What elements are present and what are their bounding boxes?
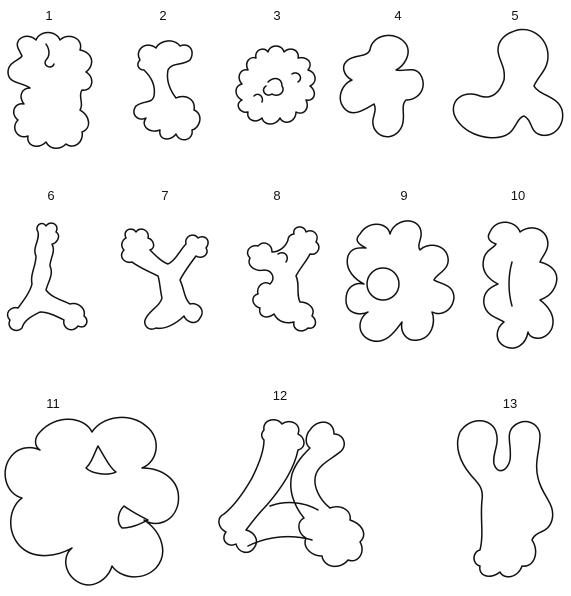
shape-3-label: 3 xyxy=(273,8,280,23)
shape-4: 4 xyxy=(340,8,423,137)
shape-6: 6 xyxy=(8,188,87,330)
shape-11: 11 xyxy=(5,396,178,585)
shape-10-label: 10 xyxy=(511,188,525,203)
shape-7: 7 xyxy=(122,188,209,329)
shape-12-label: 12 xyxy=(273,388,287,403)
shape-2-label: 2 xyxy=(159,8,166,23)
shape-5-label: 5 xyxy=(511,8,518,23)
shape-6-label: 6 xyxy=(47,188,54,203)
shape-12: 12 xyxy=(219,388,364,566)
shape-10: 10 xyxy=(483,188,557,348)
shape-1-label: 1 xyxy=(45,8,52,23)
shape-5: 5 xyxy=(453,8,562,138)
shape-3: 3 xyxy=(236,8,315,124)
shape-13: 13 xyxy=(458,396,553,577)
shape-4-label: 4 xyxy=(394,8,401,23)
shape-7-label: 7 xyxy=(161,188,168,203)
shape-2: 2 xyxy=(134,8,200,140)
shape-9-label: 9 xyxy=(400,188,407,203)
shape-1: 1 xyxy=(8,8,92,148)
shape-8-label: 8 xyxy=(273,188,280,203)
shape-9: 9 xyxy=(346,188,454,341)
shape-13-label: 13 xyxy=(503,396,517,411)
shape-8: 8 xyxy=(248,188,319,331)
shape-11-label: 11 xyxy=(46,396,60,411)
